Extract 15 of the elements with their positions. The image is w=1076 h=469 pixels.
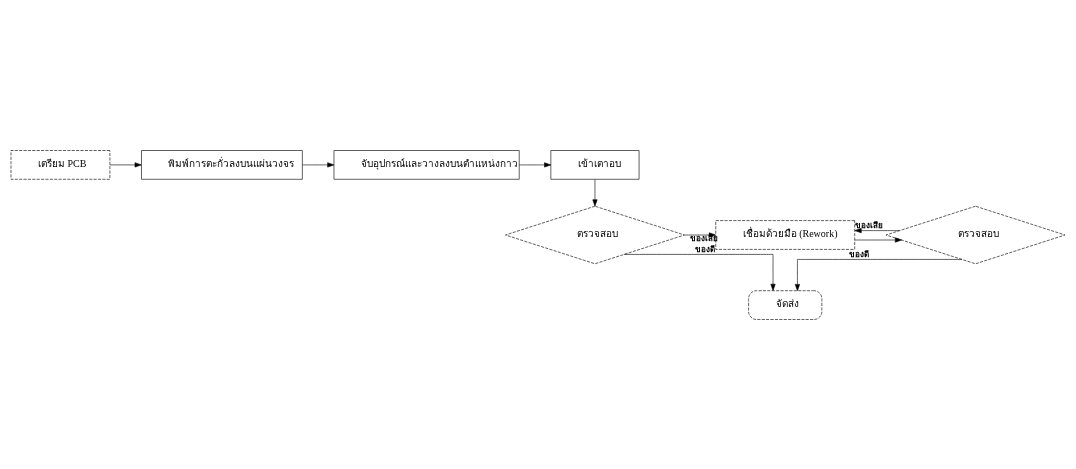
node-diamond: ตรวจสอบ <box>505 205 685 264</box>
arrow <box>854 227 900 233</box>
arrow <box>592 178 598 206</box>
arrow <box>854 237 902 242</box>
node-diamond: ตรวจสอบ <box>885 205 1066 264</box>
arrow <box>109 161 142 167</box>
arrow <box>302 161 335 167</box>
node-box: จัดส่ง <box>748 289 823 320</box>
arrow <box>794 258 963 291</box>
node-box: พิมพ์การตะกั่วลงบนแผ่นวงจร <box>141 149 303 180</box>
arrow <box>623 253 776 291</box>
node-box: จับอุปกรณ์และวางลงบนตำแหน่งกาว <box>333 149 520 180</box>
node-box: เข้าเตาอบ <box>550 149 640 180</box>
node-box: เตรียม PCB <box>10 149 111 180</box>
arrow <box>519 161 552 167</box>
